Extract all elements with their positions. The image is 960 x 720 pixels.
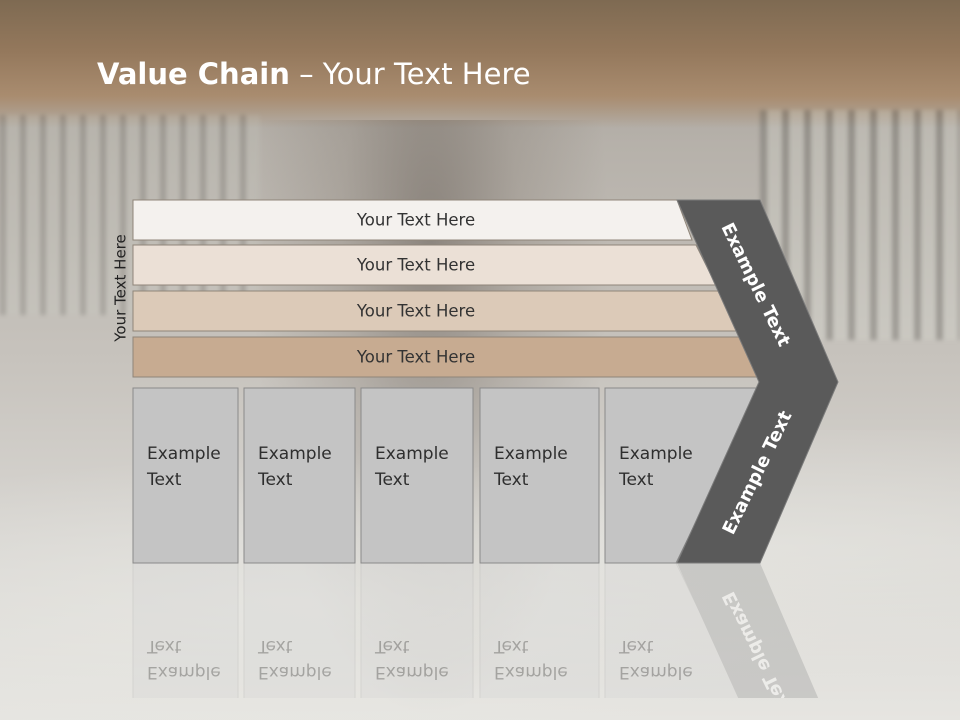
activity-box-1-reflection-line2: Text <box>146 636 182 656</box>
bar-2-label: Your Text Here <box>356 256 475 275</box>
activity-box-2-line2: Text <box>257 470 293 490</box>
activity-box-4-reflection: Example Text <box>479 563 600 698</box>
activity-box-1-reflection-shape <box>132 563 239 698</box>
activity-box-3-reflection-line2: Text <box>374 636 410 656</box>
activity-box-3-reflection-shape <box>360 563 474 698</box>
activity-box-5-line1: Example <box>619 444 693 464</box>
activity-box-5-reflection-shape <box>604 563 743 698</box>
activity-box-3[interactable] <box>360 387 474 564</box>
activity-box-3-line2: Text <box>374 470 410 490</box>
activity-box-4-line1: Example <box>494 444 568 464</box>
activity-box-2-reflection-line1: Example <box>258 662 332 682</box>
activity-box-5-reflection-line2: Text <box>618 636 654 656</box>
activity-box-2-reflection-shape <box>243 563 356 698</box>
title-rest: – Your Text Here <box>289 57 531 91</box>
activity-box-2-reflection-line2: Text <box>257 636 293 656</box>
activity-box-4-reflection-line1: Example <box>494 662 568 682</box>
slide-title[interactable]: Value Chain – Your Text Here <box>97 54 797 94</box>
title-bold: Value Chain <box>97 57 290 91</box>
activity-box-5-line2: Text <box>618 470 654 490</box>
activity-box-4-reflection-shape <box>479 563 600 698</box>
activity-box-2-reflection: Example Text <box>243 563 356 698</box>
activity-box-5-reflection-line1: Example <box>619 662 693 682</box>
bar-1[interactable] <box>132 199 693 241</box>
activity-box-4[interactable] <box>479 387 600 564</box>
bar-3-label: Your Text Here <box>356 302 475 321</box>
activity-box-5-reflection: Example Text <box>604 563 743 698</box>
activity-box-4-line2: Text <box>493 470 529 490</box>
activity-box-3-line1: Example <box>375 444 449 464</box>
bar-1-label: Your Text Here <box>356 211 475 230</box>
activity-box-1[interactable] <box>132 387 239 564</box>
side-label[interactable]: Your Text Here <box>112 234 130 342</box>
activity-box-1-line2: Text <box>146 470 182 490</box>
chevron-arrow[interactable] <box>676 199 839 564</box>
activity-box-1-reflection-line1: Example <box>147 662 221 682</box>
activity-box-2[interactable] <box>243 387 356 564</box>
reflection: ExampleTextExampleTextExampleTextExample… <box>132 563 819 698</box>
activity-box-5[interactable] <box>604 387 762 564</box>
activity-box-3-reflection: Example Text <box>360 563 474 698</box>
activity-box-2-line1: Example <box>258 444 332 464</box>
bar-4-label: Your Text Here <box>356 348 475 367</box>
activity-box-1-line1: Example <box>147 444 221 464</box>
activity-box-3-reflection-line1: Example <box>375 662 449 682</box>
activity-box-1-reflection: Example Text <box>132 563 239 698</box>
chevron-reflection-shape <box>677 563 819 698</box>
activity-box-4-reflection-line2: Text <box>493 636 529 656</box>
